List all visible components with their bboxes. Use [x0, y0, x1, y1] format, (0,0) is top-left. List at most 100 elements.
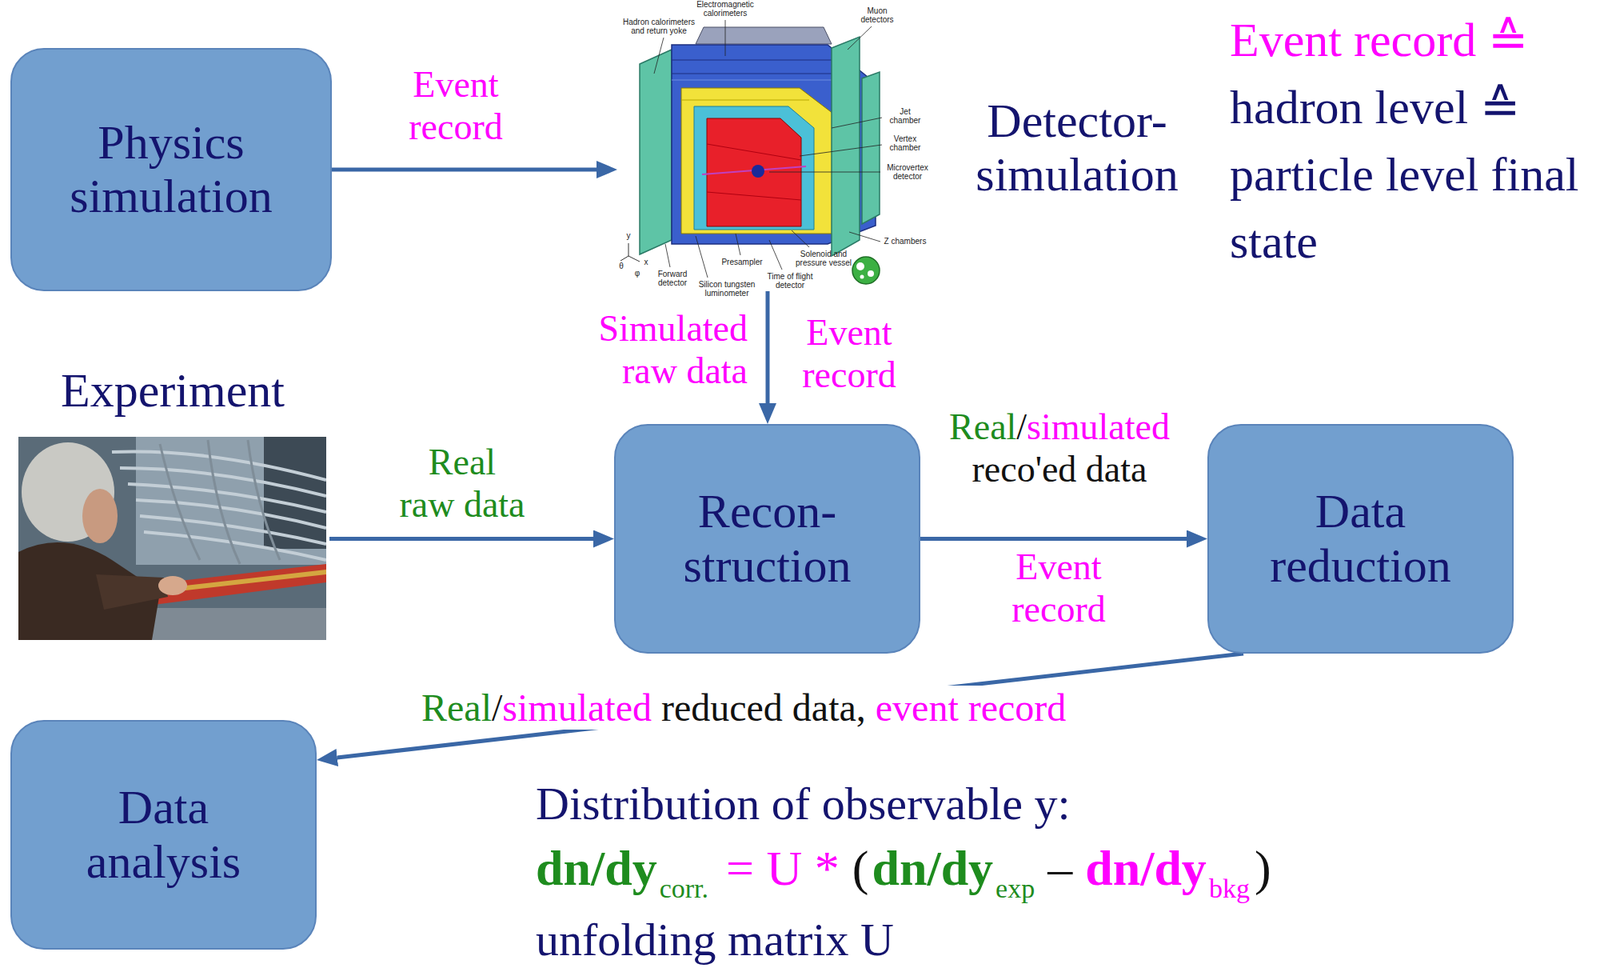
drawing-part	[82, 488, 118, 543]
drawing-part	[247, 439, 280, 560]
formula-term: )	[1254, 839, 1272, 897]
drawing-part	[695, 235, 708, 278]
formula-term: bkg	[1208, 872, 1250, 904]
edge-label: Real raw data	[397, 441, 527, 527]
drawing-part	[860, 275, 865, 280]
annotation: unfolding matrix U	[535, 913, 894, 967]
drawing-part	[671, 79, 848, 81]
part-label: Microvertex detector	[882, 163, 933, 181]
drawing-part	[135, 499, 327, 528]
drawing-part	[867, 270, 874, 277]
drawing-part	[831, 117, 882, 128]
drawing-part	[852, 256, 880, 284]
drawing-part	[856, 262, 865, 271]
drawing-part	[159, 439, 280, 564]
drawing-part	[18, 436, 327, 640]
detector-drawing	[620, 19, 882, 284]
drawing-part	[861, 71, 880, 224]
annotation: hadron level ≙	[1229, 73, 1521, 141]
drawing-part	[207, 439, 240, 564]
edge-label: Real/simulated reco'ed data	[923, 406, 1196, 491]
node-label: Experiment	[15, 363, 330, 418]
part-label: x	[642, 257, 651, 267]
formula-term: = U *	[726, 839, 840, 897]
part-label: y	[624, 231, 633, 240]
formula-term: –	[1047, 839, 1073, 897]
drawing-part	[791, 230, 810, 248]
formula-term: dn/dy	[1085, 839, 1207, 897]
formula-row: dn/dycorr.= U *(dn/dyexp–dn/dybkg)	[535, 839, 1272, 897]
drawing-part	[654, 37, 664, 74]
drawing-part	[159, 443, 200, 560]
formula-term: exp	[995, 872, 1035, 904]
flow-arrow	[337, 653, 1244, 758]
drawing-part	[95, 563, 327, 611]
part-label: Presampler	[719, 257, 765, 267]
node-label: Data analysis	[43, 780, 284, 888]
node-label: Physics simulation	[51, 115, 292, 224]
part-label: Hadron calorimeters and return yoke	[617, 17, 701, 36]
drawing-part	[706, 191, 802, 200]
drawing-part	[725, 19, 727, 56]
formula-term: dn/dy	[535, 839, 658, 897]
drawing-part	[639, 49, 672, 255]
part-label: Z chambers	[882, 236, 928, 246]
part-label: Time of flight detector	[763, 271, 817, 290]
drawing-part	[628, 243, 630, 256]
node-label: Detector- simulation	[949, 94, 1205, 202]
node-label: Data reduction	[1240, 484, 1481, 592]
part-label: Muon detectors	[852, 6, 902, 24]
annotation: Event record	[781, 311, 918, 397]
text-part: /	[1016, 406, 1027, 447]
drawing-part	[620, 255, 629, 261]
experiment-photo	[18, 436, 327, 640]
formula-term: (	[852, 839, 870, 897]
drawing-part	[769, 171, 881, 173]
process-box: Physics simulation	[10, 47, 332, 292]
drawing-part	[139, 515, 327, 544]
flow-arrow	[766, 291, 771, 403]
text-part: simulated	[502, 686, 652, 729]
drawing-part	[694, 106, 814, 230]
part-label: Vertex chamber	[884, 134, 926, 152]
process-box: Data analysis	[10, 719, 317, 950]
drawing-part	[695, 27, 832, 44]
formula-term: corr.	[659, 872, 709, 904]
drawing-part	[706, 143, 802, 160]
part-label: φ	[633, 268, 642, 278]
part-label: θ	[617, 261, 626, 271]
annotation: particle level final state	[1229, 140, 1582, 276]
process-box: Recon- struction	[614, 423, 921, 654]
drawing-part	[681, 87, 834, 234]
drawing-part	[95, 574, 168, 610]
drawing-part	[665, 243, 671, 268]
experiment-stage: Experiment	[15, 363, 330, 644]
drawing-part	[135, 436, 327, 565]
edge-label: Real/simulated reduced data, event recor…	[411, 685, 1076, 730]
drawing-part	[831, 36, 860, 256]
edge-label: Event record	[387, 63, 524, 149]
process-box: Data reduction	[1207, 423, 1514, 654]
drawing-part	[681, 99, 810, 101]
formula-term: dn/dy	[871, 839, 994, 897]
drawing-part	[751, 164, 765, 178]
drawing-part	[799, 144, 882, 156]
drawing-part	[735, 233, 741, 256]
drawing-part	[769, 239, 783, 270]
part-label: Electromagnetic calorimeters	[689, 0, 762, 18]
node-label: Recon- struction	[647, 484, 888, 592]
part-label: Silicon tungsten luminometer	[692, 279, 762, 298]
drawing-part	[158, 575, 188, 595]
drawing-part	[847, 26, 872, 50]
drawing-part	[628, 255, 640, 262]
flow-arrow	[331, 167, 597, 172]
text-part: Real	[949, 406, 1017, 447]
part-label: Jet chamber	[884, 107, 926, 125]
text-part: reco'ed data	[972, 448, 1148, 490]
drawing-part	[654, 19, 882, 278]
text-part: event record	[875, 686, 1067, 729]
drawing-part	[671, 59, 832, 61]
part-label: Forward detector	[654, 269, 691, 288]
text-part: Real	[421, 686, 492, 729]
